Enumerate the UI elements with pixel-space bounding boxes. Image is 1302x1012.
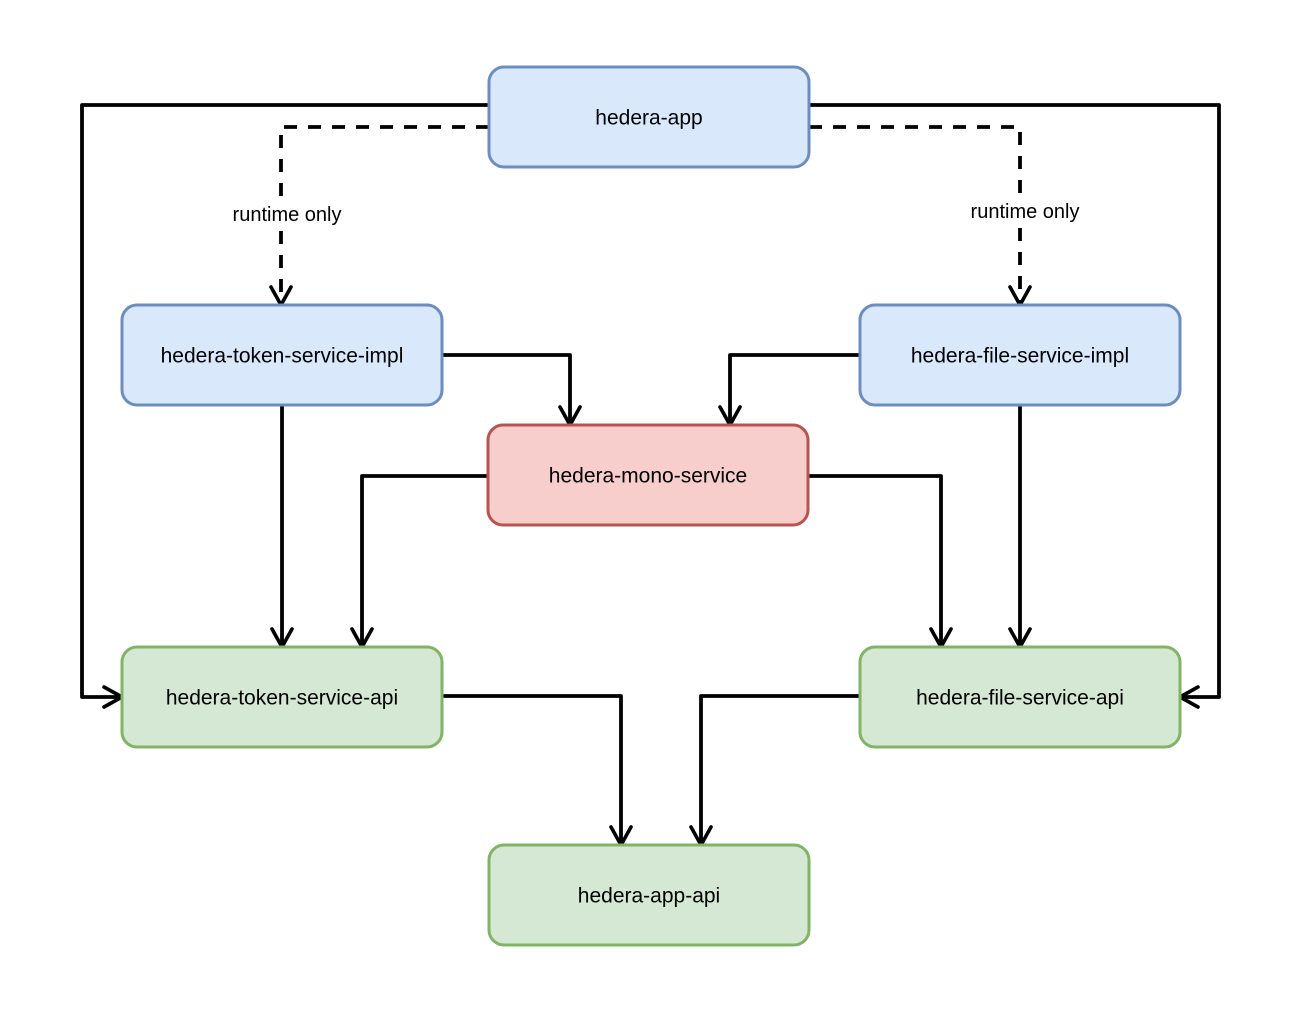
- edge-hedera-token-service-impl-to-hedera-mono-service: [442, 353, 582, 427]
- node-hedera-file-service-impl-label: hedera-file-service-impl: [911, 345, 1129, 368]
- edge-hedera-app-to-hedera-token-service-api: [80, 103, 489, 709]
- edge-hedera-token-service-api-to-hedera-app-api: [442, 694, 633, 847]
- node-hedera-app-box: [487, 65, 811, 169]
- edge-hedera-file-service-api-to-hedera-app-api: [689, 694, 860, 847]
- node-hedera-token-service-impl-label: hedera-token-service-impl: [161, 345, 404, 368]
- node-hedera-token-service-impl-box: [120, 303, 444, 407]
- node-hedera-mono-service: hedera-mono-service: [486, 423, 810, 527]
- node-hedera-file-service-impl-box: [858, 303, 1182, 407]
- edge-label-bg: [223, 198, 351, 230]
- node-hedera-mono-service-label: hedera-mono-service: [549, 465, 747, 488]
- node-hedera-file-service-api-label: hedera-file-service-api: [916, 687, 1124, 710]
- edge-hedera-mono-service-to-hedera-file-service-api: [808, 474, 953, 649]
- node-hedera-mono-service-box: [486, 423, 810, 527]
- node-hedera-token-service-api-label: hedera-token-service-api: [166, 687, 398, 710]
- node-hedera-token-service-api: hedera-token-service-api: [120, 645, 444, 749]
- node-hedera-file-service-api-box: [858, 645, 1182, 749]
- nodes: hedera-app hedera-token-service-impl hed…: [120, 65, 1182, 947]
- node-hedera-token-service-impl: hedera-token-service-impl: [120, 303, 444, 407]
- edge-hedera-app-to-hedera-file-service-api: [809, 103, 1221, 709]
- edge-hedera-file-service-impl-to-hedera-mono-service: [718, 353, 860, 427]
- edge-labels: runtime only runtime only: [223, 195, 1089, 230]
- node-hedera-app-api: hedera-app-api: [487, 843, 811, 947]
- edge-label-runtime-only-left: runtime only: [233, 204, 342, 226]
- node-hedera-app-label: hedera-app: [595, 107, 702, 130]
- node-hedera-file-service-api: hedera-file-service-api: [858, 645, 1182, 749]
- edge-label-runtime-only-right: runtime only: [971, 201, 1080, 223]
- node-hedera-file-service-impl: hedera-file-service-impl: [858, 303, 1182, 407]
- node-hedera-token-service-api-box: [120, 645, 444, 749]
- edge-label-bg: [961, 195, 1089, 227]
- node-hedera-app-api-box: [487, 843, 811, 947]
- node-hedera-app: hedera-app: [487, 65, 811, 169]
- edges: [80, 103, 1221, 847]
- edge-hedera-mono-service-to-hedera-token-service-api: [350, 474, 488, 649]
- node-hedera-app-api-label: hedera-app-api: [578, 885, 720, 908]
